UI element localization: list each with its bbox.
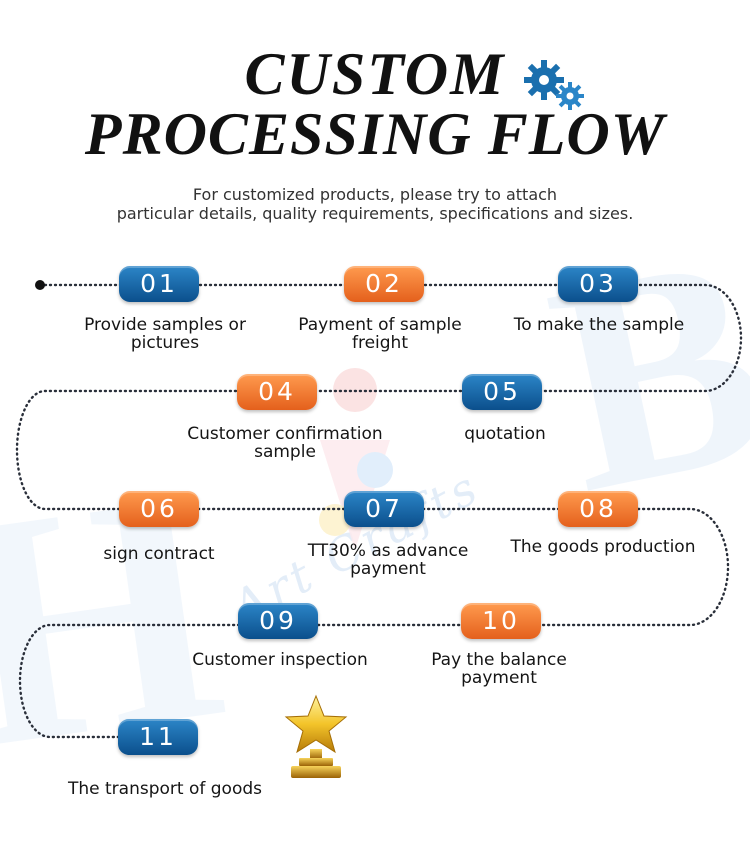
step-07-badge: 07 <box>344 491 424 527</box>
step-01-badge: 01 <box>119 266 199 302</box>
step-05-badge: 05 <box>462 374 542 410</box>
trophy-star-icon <box>283 694 349 784</box>
step-08-badge: 08 <box>558 491 638 527</box>
step-04-badge: 04 <box>237 374 317 410</box>
step-02-label: Payment of sample freight <box>285 316 475 352</box>
step-10-label: Pay the balance payment <box>404 651 594 687</box>
step-03-badge: 03 <box>558 266 638 302</box>
step-09-badge: 09 <box>238 603 318 639</box>
subtitle-line-2: particular details, quality requirements… <box>0 204 750 223</box>
step-06-badge: 06 <box>119 491 199 527</box>
step-08-label: The goods production <box>508 538 698 556</box>
subtitle-line-1: For customized products, please try to a… <box>0 185 750 204</box>
step-11-badge: 11 <box>118 719 198 755</box>
gears-icon <box>520 58 590 112</box>
step-03-label: To make the sample <box>504 316 694 334</box>
step-05-label: quotation <box>410 425 600 443</box>
step-06-label: sign contract <box>64 545 254 563</box>
subtitle: For customized products, please try to a… <box>0 185 750 223</box>
step-01-label: Provide samples or pictures <box>70 316 260 352</box>
step-07-label: TT30% as advance payment <box>288 542 488 578</box>
page-title-line-2: PROCESSING FLOW <box>0 100 750 169</box>
step-02-badge: 02 <box>344 266 424 302</box>
step-09-label: Customer inspection <box>180 651 380 669</box>
page-title-line-1: CUSTOM <box>0 40 750 109</box>
step-04-label: Customer confirmation sample <box>170 425 400 461</box>
step-10-badge: 10 <box>461 603 541 639</box>
step-11-label: The transport of goods <box>55 780 275 798</box>
